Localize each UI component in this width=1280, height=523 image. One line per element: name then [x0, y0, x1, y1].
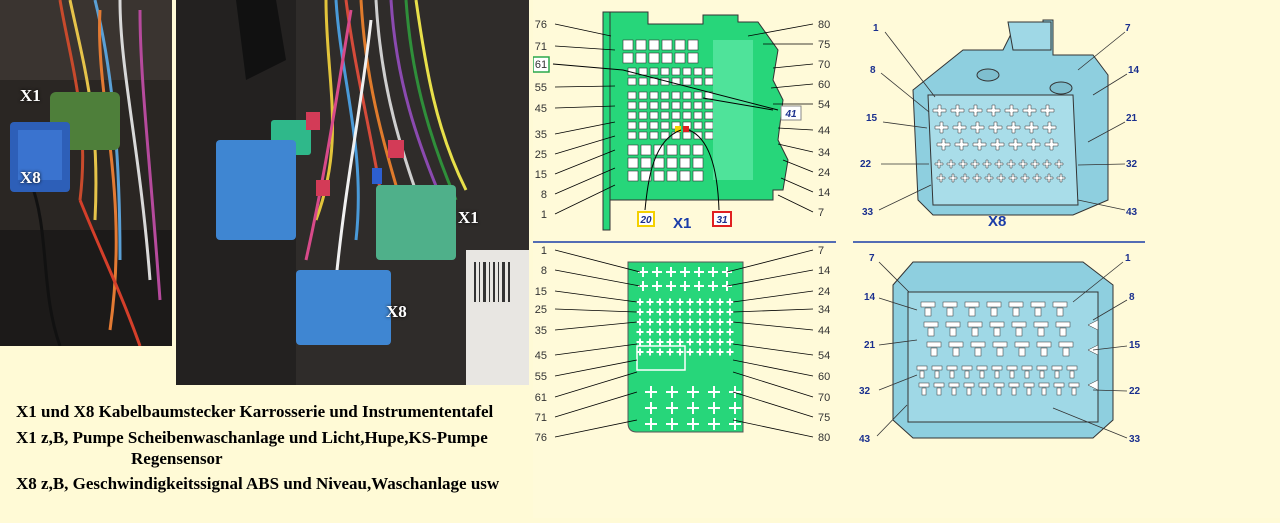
x1-side-label-55: 55 — [535, 82, 547, 94]
x1-side-label-70: 70 — [818, 59, 830, 71]
x1-front-label-1: 1 — [541, 245, 547, 257]
x1-side-label-44: 44 — [818, 125, 830, 137]
x8-top-label-22: 22 — [860, 159, 872, 170]
caption-line-1: X1 und X8 Kabelbaumstecker Karrosserie u… — [16, 402, 494, 421]
x1-side-label-24: 24 — [818, 167, 830, 179]
x1-side-view: 61 41 20 31 X1 76 71 55 45 35 25 15 8 1 80 75 70 60 5… — [532, 11, 830, 232]
x8-top-label-8: 8 — [870, 65, 876, 76]
x1-side-label-75: 75 — [818, 39, 830, 51]
x1-callout-20: 20 — [639, 215, 652, 226]
x1-callout-41: 41 — [784, 109, 797, 120]
photo1-label-x8: X8 — [20, 168, 41, 187]
photo-engine-bay-left: X1 X8 — [0, 0, 172, 346]
x8-front-label-22: 22 — [1129, 386, 1141, 397]
x1-side-label-1: 1 — [541, 209, 547, 221]
photo1-label-x1: X1 — [20, 86, 41, 105]
x1-front-label-35: 35 — [535, 325, 547, 337]
caption-line-2: X1 z,B, Pumpe Scheibenwaschanlage und Li… — [16, 428, 488, 447]
x1-side-label-60: 60 — [818, 79, 830, 91]
x1-side-label-34: 34 — [818, 147, 830, 159]
photo-engine-bay-right: X1 X8 — [176, 0, 529, 385]
x8-front-label-32: 32 — [859, 386, 871, 397]
x1-front-view: 1 8 15 25 35 45 55 61 71 76 7 14 24 34 44 54 60 70 75 80 — [533, 241, 836, 444]
x8-front-label-7: 7 — [869, 253, 875, 264]
x1-front-label-45: 45 — [535, 350, 547, 362]
x1-side-label-71: 71 — [535, 41, 547, 53]
x1-side-label-15: 15 — [535, 169, 547, 181]
x8-front-label-14: 14 — [864, 292, 876, 303]
x1-side-label-25: 25 — [535, 149, 547, 161]
x1-side-label-14: 14 — [818, 187, 830, 199]
x8-top-label-21: 21 — [1126, 113, 1138, 124]
x8-top-label-32: 32 — [1126, 159, 1138, 170]
x8-front-label-15: 15 — [1129, 340, 1141, 351]
x1-front-label-71: 71 — [535, 412, 547, 424]
x8-title: X8 — [988, 213, 1006, 230]
x1-side-label-7: 7 — [818, 207, 824, 219]
x1-front-label-25: 25 — [535, 304, 547, 316]
x8-top-label-14: 14 — [1128, 65, 1140, 76]
x8-front-label-21: 21 — [864, 340, 876, 351]
x8-top-label-15: 15 — [866, 113, 878, 124]
x1-callout-61: 61 — [535, 59, 547, 71]
x1-front-label-14: 14 — [818, 265, 830, 277]
x1-side-label-8: 8 — [541, 189, 547, 201]
x8-top-label-43: 43 — [1126, 207, 1138, 218]
x1-front-label-70: 70 — [818, 392, 830, 404]
x8-3d-top-view: X8 1 8 15 22 33 7 14 21 32 43 — [860, 19, 1140, 230]
x1-side-label-54: 54 — [818, 99, 830, 111]
x8-front-label-33: 33 — [1129, 434, 1141, 445]
x1-callout-31: 31 — [716, 215, 728, 226]
x8-front-label-43: 43 — [859, 434, 871, 445]
x1-side-label-76: 76 — [535, 19, 547, 31]
x1-front-label-8: 8 — [541, 265, 547, 277]
caption-line-3: Regensensor — [131, 449, 223, 468]
x8-top-label-1: 1 — [873, 23, 879, 34]
x8-top-label-7: 7 — [1125, 23, 1131, 34]
x8-front-label-1: 1 — [1125, 253, 1131, 264]
x8-top-label-33: 33 — [862, 207, 874, 218]
x8-front-label-8: 8 — [1129, 292, 1135, 303]
x1-front-label-44: 44 — [818, 325, 830, 337]
x1-front-label-34: 34 — [818, 304, 830, 316]
x1-side-label-80: 80 — [818, 19, 830, 31]
x1-front-label-60: 60 — [818, 371, 830, 383]
x1-side-label-45: 45 — [535, 103, 547, 115]
x1-front-label-80: 80 — [818, 432, 830, 444]
x1-side-label-35: 35 — [535, 129, 547, 141]
x1-front-label-24: 24 — [818, 286, 830, 298]
x1-front-label-54: 54 — [818, 350, 830, 362]
x1-front-label-55: 55 — [535, 371, 547, 383]
x1-front-label-15: 15 — [535, 286, 547, 298]
x1-front-label-61: 61 — [535, 392, 547, 404]
x1-front-label-7: 7 — [818, 245, 824, 257]
x1-front-label-76: 76 — [535, 432, 547, 444]
x1-side-title: X1 — [673, 215, 691, 232]
x1-front-label-75: 75 — [818, 412, 830, 424]
photo2-label-x1: X1 — [458, 208, 479, 227]
caption-line-4: X8 z,B, Geschwindigkeitssignal ABS und N… — [16, 474, 500, 493]
x8-front-view: 7 14 21 32 43 1 8 15 22 33 — [853, 241, 1145, 445]
photo2-label-x8: X8 — [386, 302, 407, 321]
